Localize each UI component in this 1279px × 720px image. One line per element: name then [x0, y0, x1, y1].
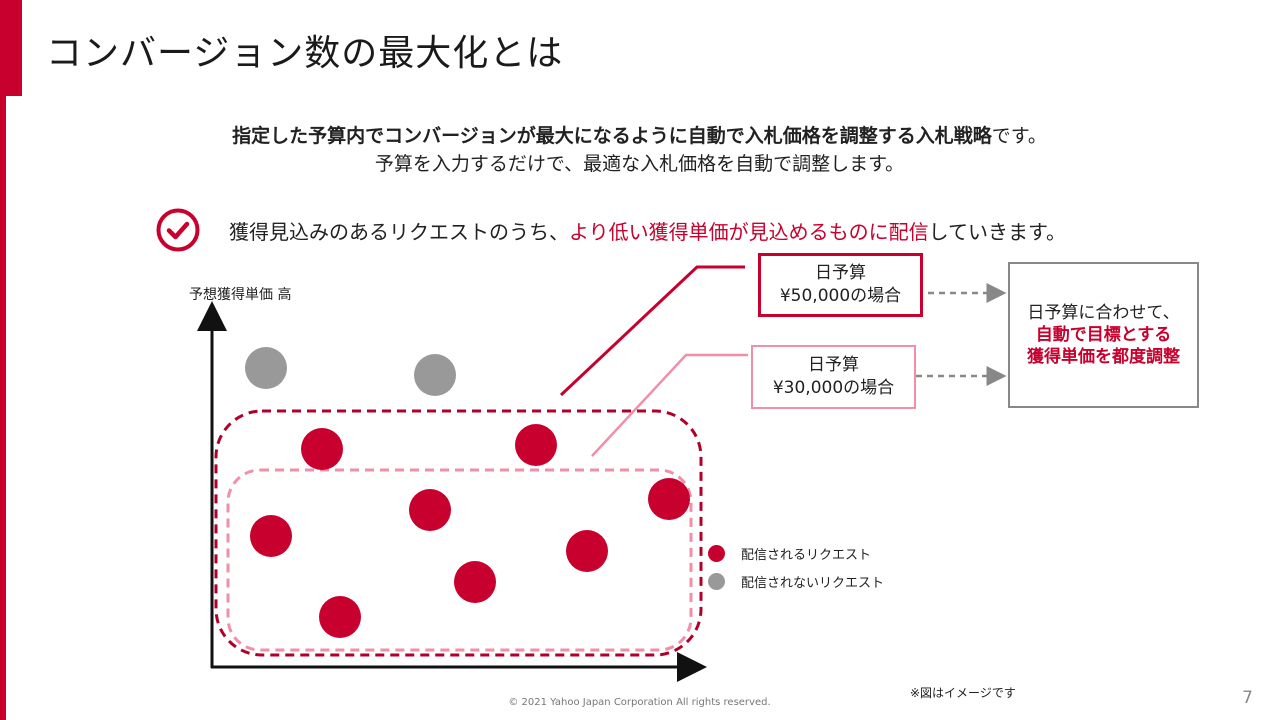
result-line2: 自動で目標とする: [1035, 325, 1172, 345]
legend-dot-gray: [708, 573, 725, 590]
request-dot-gray: [414, 354, 456, 396]
accent-bar-top: [0, 0, 22, 96]
request-dot-red: [515, 424, 557, 466]
lead-line-1: 指定した予算内でコンバージョンが最大になるように自動で入札価格を調整する入札戦略…: [0, 122, 1279, 150]
image-note: ※図はイメージです: [910, 686, 1016, 700]
legend-item-delivered: 配信されるリクエスト: [708, 544, 871, 563]
request-dot-red: [648, 478, 690, 520]
point-highlight: より低い獲得単価が見込めるものに配信: [569, 219, 929, 244]
page-title: コンバージョン数の最大化とは: [46, 33, 564, 74]
legend-dot-red: [708, 545, 725, 562]
budget-box-30k-line2: ¥30,000の場合: [772, 378, 895, 398]
copyright: © 2021 Yahoo Japan Corporation All right…: [0, 697, 1279, 708]
copyright-text: © 2021 Yahoo Japan Corporation All right…: [508, 697, 771, 708]
legend-item-not-delivered: 配信されないリクエスト: [708, 572, 884, 591]
request-dot-red: [454, 561, 496, 603]
budget-box-50k-line2: ¥50,000の場合: [779, 286, 902, 306]
request-dot-red: [301, 428, 343, 470]
budget-box-30k-line1: 日予算: [808, 355, 859, 375]
callout-line-30k: [591, 353, 748, 457]
lead-bold-suffix: です。: [991, 125, 1047, 147]
request-dot-red: [409, 489, 451, 531]
request-dot-red: [319, 596, 361, 638]
result-line3: 獲得単価を都度調整: [1027, 347, 1180, 367]
point-suffix: していきます。: [928, 219, 1067, 244]
region-30k: [226, 468, 693, 652]
y-axis-label: 予想獲得単価 高: [189, 287, 292, 303]
request-dot-red: [250, 515, 292, 557]
lead-text: 指定した予算内でコンバージョンが最大になるように自動で入札価格を調整する入札戦略…: [0, 122, 1279, 178]
region-50k: [214, 409, 703, 657]
lead-line-2: 予算を入力するだけで、最適な入札価格を自動で調整します。: [374, 153, 905, 175]
point-row: 獲得見込みのあるリクエストのうち、より低い獲得単価が見込めるものに配信していきま…: [155, 208, 1066, 252]
page-number: 7: [1242, 688, 1253, 708]
lead-bold: 指定した予算内でコンバージョンが最大になるように自動で入札価格を調整する入札戦略: [232, 125, 992, 147]
result-line1: 日予算に合わせて、: [1027, 303, 1180, 323]
budget-box-30k: 日予算 ¥30,000の場合: [751, 345, 916, 409]
check-circle-icon: [156, 208, 200, 252]
budget-box-50k: 日予算 ¥50,000の場合: [758, 253, 923, 317]
request-dot-gray: [245, 347, 287, 389]
budget-box-50k-line1: 日予算: [815, 263, 866, 283]
callout-line-50k: [559, 265, 745, 397]
request-dot-red: [566, 530, 608, 572]
legend-label-not-delivered: 配信されないリクエスト: [741, 576, 885, 591]
accent-bar-side: [0, 96, 6, 720]
result-box: 日予算に合わせて、 自動で目標とする 獲得単価を都度調整: [1008, 262, 1199, 408]
legend-label-delivered: 配信されるリクエスト: [741, 548, 872, 563]
point-prefix: 獲得見込みのあるリクエストのうち、: [229, 219, 569, 244]
point-text: 獲得見込みのあるリクエストのうち、より低い獲得単価が見込めるものに配信していきま…: [229, 216, 1066, 245]
